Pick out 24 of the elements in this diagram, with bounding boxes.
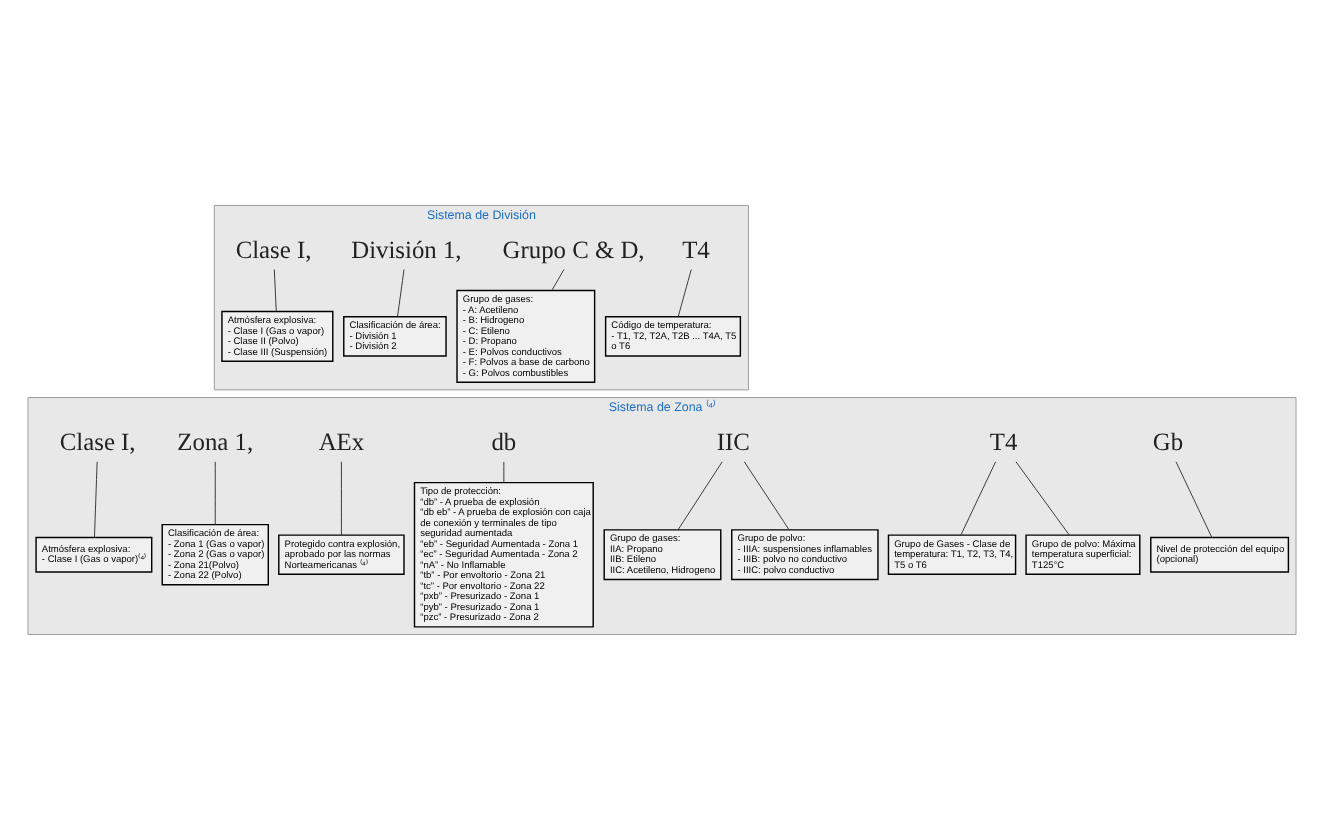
connector bbox=[503, 460, 505, 482]
node-text: Clase I, bbox=[235, 234, 312, 263]
node-text: Zona 1, bbox=[177, 426, 254, 455]
connector bbox=[551, 268, 565, 290]
connector bbox=[214, 460, 216, 525]
connector bbox=[1175, 460, 1213, 537]
node-text: Gb bbox=[1152, 426, 1184, 455]
node-text: T4 bbox=[682, 234, 710, 263]
node-text: T4 bbox=[989, 426, 1018, 455]
connector bbox=[397, 268, 405, 317]
node-text: IIC bbox=[716, 426, 750, 455]
connector bbox=[677, 268, 692, 317]
node-text: División 1, bbox=[351, 234, 462, 263]
node-text: Clase I, bbox=[59, 426, 136, 455]
connector bbox=[273, 268, 277, 311]
connector bbox=[677, 460, 723, 530]
connector bbox=[960, 460, 997, 535]
connector bbox=[340, 460, 342, 535]
node-text: Grupo C & D, bbox=[502, 234, 645, 263]
connector bbox=[94, 460, 98, 537]
connector bbox=[743, 460, 790, 530]
node-text: db bbox=[491, 426, 517, 455]
connector bbox=[1015, 460, 1070, 535]
node-text: AEx bbox=[318, 426, 365, 455]
